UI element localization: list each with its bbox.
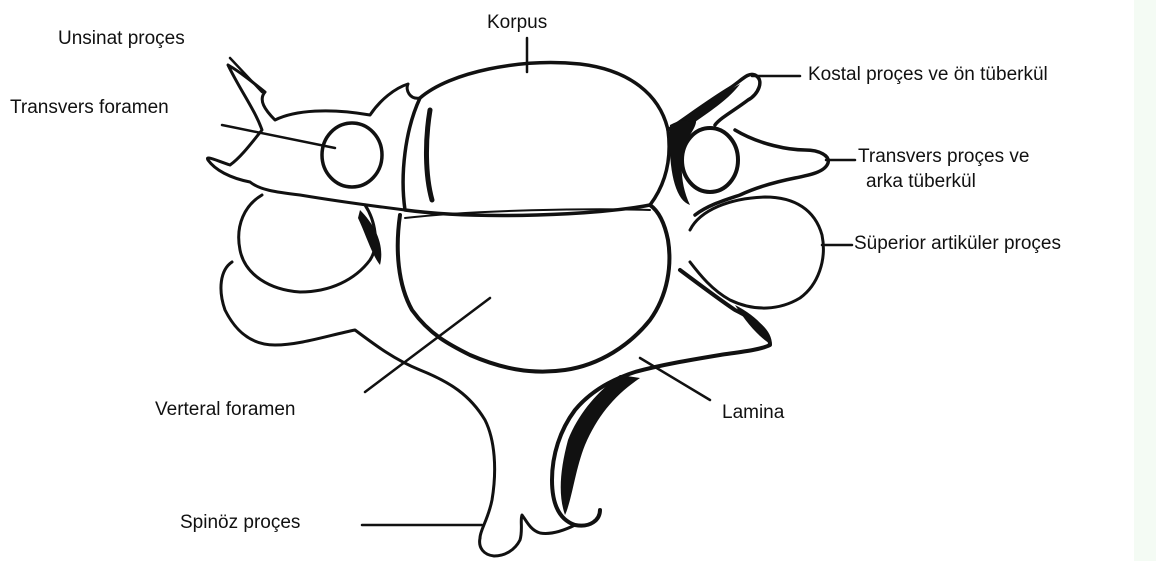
label-transvers-foramen: Transvers foramen [10,97,169,119]
label-transvers-proces-1: Transvers proçes ve [858,146,1029,168]
label-kostal: Kostal proçes ve ön tüberkül [808,64,1048,86]
left-transverse-foramen [322,123,382,187]
label-superior: Süperior artiküler proçes [854,233,1061,255]
vertebral-foramen-outline [398,205,670,372]
shade-left-articular [358,210,381,265]
label-unsinat: Unsinat proçes [58,28,185,50]
label-lamina: Lamina [722,402,784,424]
label-transvers-proces-2: arka tüberkül [866,171,976,193]
right-transverse-foramen [682,128,738,192]
leader-transvers-foramen [222,125,335,148]
shade-right-facet-lower [735,305,772,345]
left-articular-facet [239,195,376,292]
label-spinoz: Spinöz proçes [180,512,300,534]
vertebral-body [403,63,669,216]
shade-right-lamina [561,375,640,515]
spinous-process [480,515,575,556]
shade-costal [680,84,740,122]
body-shading [426,110,432,200]
left-uncinate-process [207,65,420,210]
leader-verteral [365,298,490,392]
label-korpus: Korpus [487,12,547,34]
label-verteral: Verteral foramen [155,399,295,421]
right-transverse-process [695,130,828,215]
